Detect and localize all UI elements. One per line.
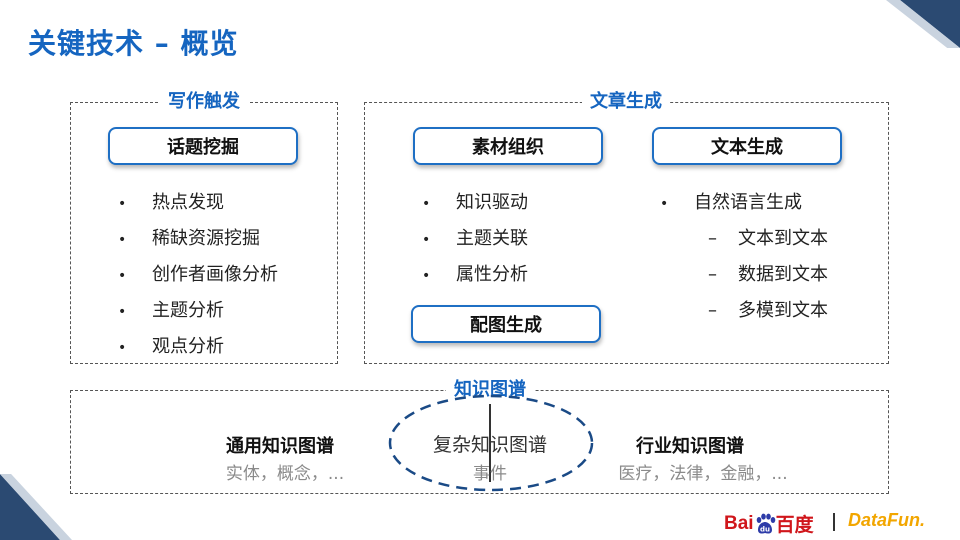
- article-generation-title: 文章生成: [582, 90, 670, 114]
- list-item: •观点分析: [118, 329, 278, 365]
- knowledge-graph-title: 知识图谱: [446, 378, 534, 402]
- topic-mining-pill: 话题挖掘: [108, 127, 298, 165]
- corner-decoration-top-right: [886, 0, 960, 48]
- list-item: •主题关联: [422, 221, 528, 257]
- bullet: •: [118, 268, 127, 284]
- paw-icon: du: [756, 513, 775, 534]
- logo-separator: [833, 513, 835, 531]
- list-item: •创作者画像分析: [118, 257, 278, 293]
- complex-kg-sub: 事件: [473, 464, 507, 484]
- bullet: •: [118, 232, 127, 248]
- corner-decoration-bottom-left: [0, 474, 72, 540]
- text-generation-list: •自然语言生成 –文本到文本 –数据到文本 –多模到文本: [660, 185, 828, 329]
- list-item: •自然语言生成: [660, 185, 828, 221]
- bullet: •: [660, 196, 669, 212]
- material-organization-pill: 素材组织: [413, 127, 603, 165]
- list-subitem: –多模到文本: [660, 293, 828, 329]
- dash: –: [708, 264, 717, 285]
- complex-kg-label: 复杂知识图谱: [432, 434, 548, 456]
- list-item: •稀缺资源挖掘: [118, 221, 278, 257]
- page-title: 关键技术 – 概览: [28, 27, 239, 60]
- industry-kg-label: 行业知识图谱: [636, 436, 744, 457]
- writing-trigger-list: •热点发现 •稀缺资源挖掘 •创作者画像分析 •主题分析 •观点分析: [118, 185, 278, 365]
- dash: –: [708, 300, 717, 321]
- complex-kg-ellipse: [388, 394, 594, 492]
- general-kg-sub: 实体，概念，...: [225, 464, 345, 484]
- list-subitem: –文本到文本: [660, 221, 828, 257]
- material-list: •知识驱动 •主题关联 •属性分析: [422, 185, 528, 293]
- dash: –: [708, 228, 717, 249]
- writing-trigger-title: 写作触发: [160, 90, 248, 114]
- baidu-logo: Bai du 百度: [724, 512, 814, 537]
- list-subitem: –数据到文本: [660, 257, 828, 293]
- svg-text:du: du: [760, 525, 770, 533]
- list-item: •属性分析: [422, 257, 528, 293]
- kg-divider-line: [489, 404, 491, 482]
- bullet: •: [118, 304, 127, 320]
- general-kg-label: 通用知识图谱: [226, 436, 334, 457]
- industry-kg-sub: 医疗，法律，金融，...: [618, 464, 788, 484]
- bullet: •: [422, 268, 431, 284]
- list-item: •热点发现: [118, 185, 278, 221]
- list-item: •主题分析: [118, 293, 278, 329]
- bullet: •: [118, 340, 127, 356]
- bullet: •: [422, 232, 431, 248]
- image-generation-pill: 配图生成: [411, 305, 601, 343]
- bullet: •: [422, 196, 431, 212]
- datafun-logo: DataFun.: [848, 510, 926, 530]
- list-item: •知识驱动: [422, 185, 528, 221]
- bullet: •: [118, 196, 127, 212]
- text-generation-pill: 文本生成: [652, 127, 842, 165]
